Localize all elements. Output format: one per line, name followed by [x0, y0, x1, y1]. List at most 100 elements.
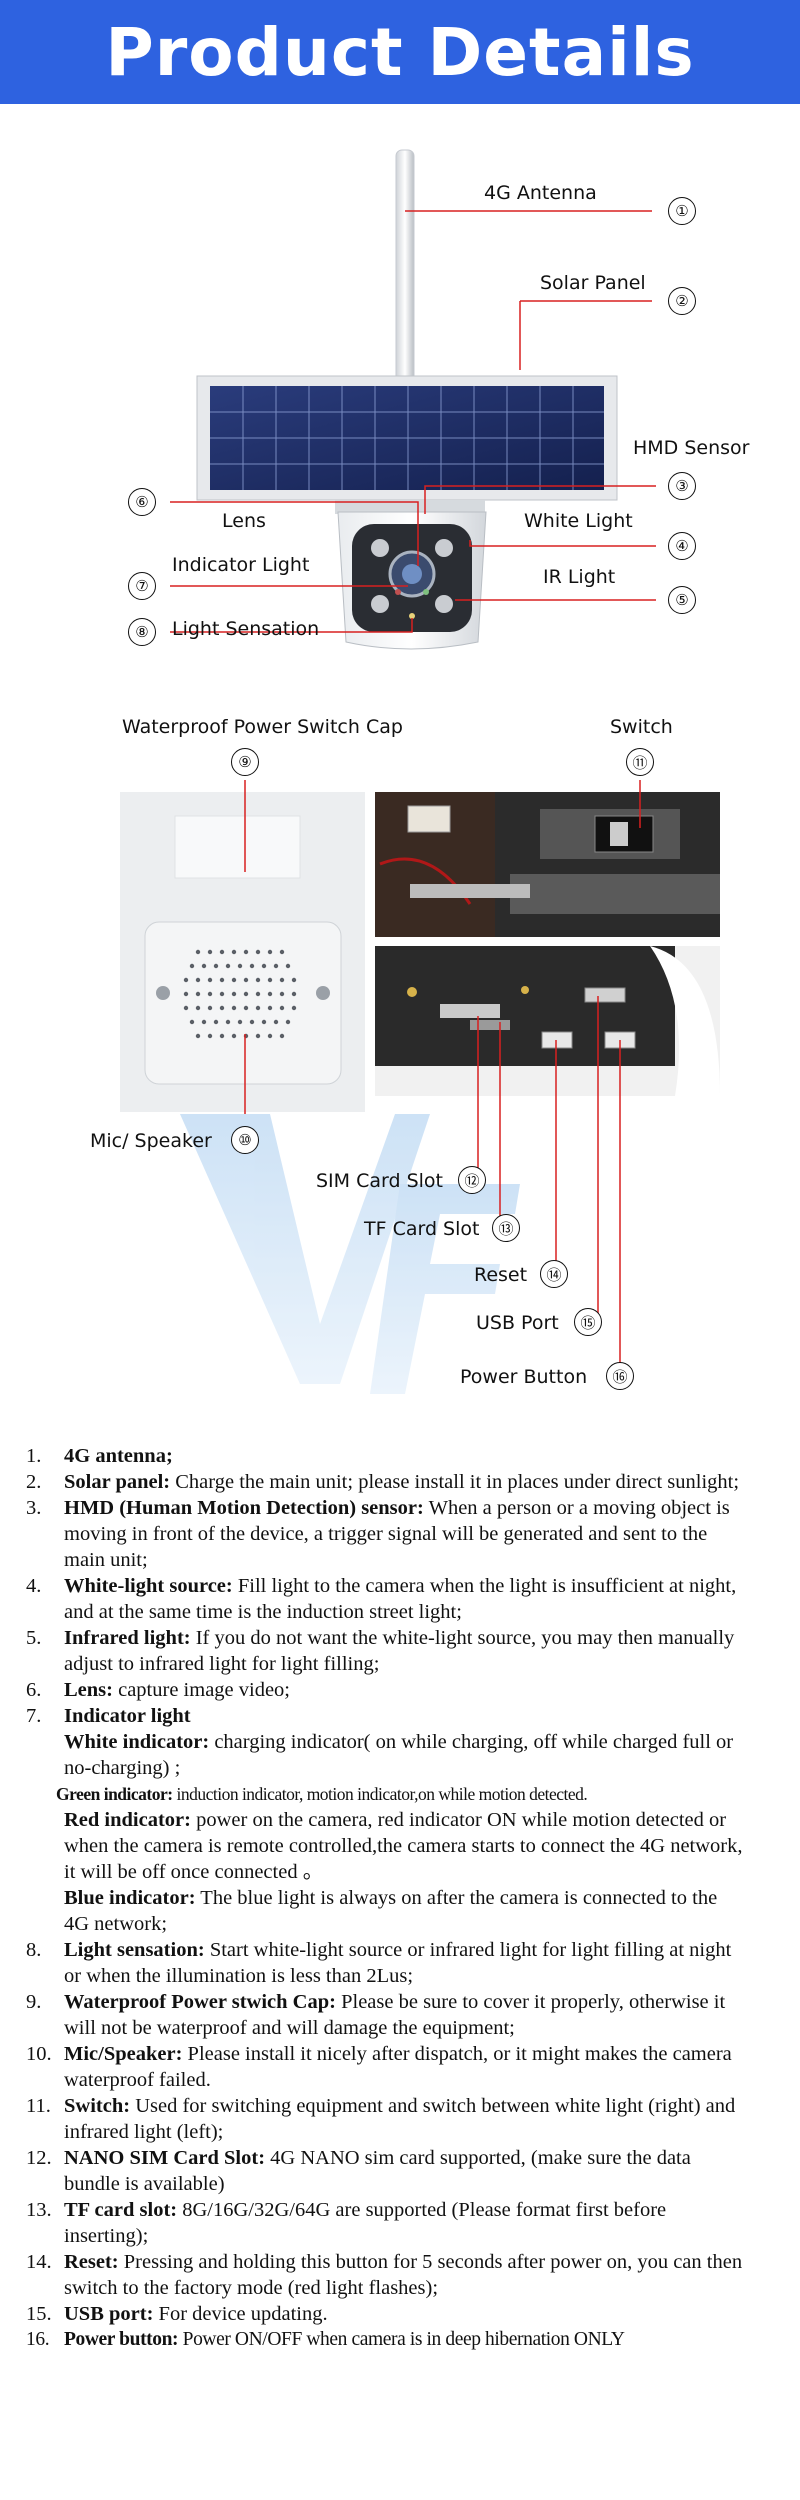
spec-title: Indicator light — [64, 1705, 191, 1727]
indicator-blue: Blue indicator: The blue light is always… — [64, 1885, 746, 1937]
callout-number-16: ⑯ — [606, 1362, 634, 1390]
spec-item-5: 5. Infrared light: If you do not want the… — [26, 1625, 746, 1677]
spec-number: 14. — [26, 2251, 52, 2273]
spec-number: 9. — [26, 1991, 42, 2013]
spec-item-8: 8. Light sensation: Start white-light sou… — [26, 1937, 746, 1989]
spec-text: Start white-light source or infrared lig… — [64, 1939, 732, 1987]
spec-item-12: 12. NANO SIM Card Slot: 4G NANO sim card … — [26, 2145, 746, 2197]
callout-label-power-button: Power Button — [460, 1366, 588, 1388]
spec-title: Reset: — [64, 2251, 119, 2273]
callout-number-3: ③ — [668, 472, 696, 500]
spec-text: Pressing and holding this button for 5 s… — [64, 2251, 743, 2299]
page-header: Product Details — [0, 0, 800, 104]
callout-number-7: ⑦ — [128, 572, 156, 600]
watermark-logo — [180, 1114, 520, 1394]
spec-title: Switch: — [64, 2095, 131, 2117]
callout-label-light-sensation: Light Sensation — [172, 618, 320, 640]
spec-number: 3. — [26, 1497, 42, 1519]
callout-label-usb-port: USB Port — [476, 1312, 559, 1334]
spec-item-4: 4. White-light source: Fill light to the … — [26, 1573, 746, 1625]
callout-label-waterproof-power-switch-cap: Waterproof Power Switch Cap — [122, 716, 403, 738]
callout-number-10: ⑩ — [231, 1126, 259, 1154]
speaker-grille — [183, 949, 297, 1039]
callout-number-13: ⑬ — [492, 1214, 520, 1242]
spec-number: 5. — [26, 1627, 42, 1649]
spec-text: 4G NANO sim card supported, (make sure t… — [64, 2147, 691, 2195]
spec-title: Light sensation: — [64, 1939, 205, 1961]
spec-number: 11. — [26, 2095, 51, 2117]
callout-label-mic-speaker: Mic/ Speaker — [90, 1130, 212, 1152]
spec-list: 1.4G antenna; 2. Solar panel: Charge the … — [26, 1443, 746, 2353]
indicator-white: White indicator: charging indicator( on … — [64, 1729, 746, 1781]
callout-number-8: ⑧ — [128, 618, 156, 646]
callout-label-indicator-light: Indicator Light — [172, 554, 310, 576]
spec-number: 16. — [26, 2329, 50, 2350]
callout-label-sim-card-slot: SIM Card Slot — [316, 1170, 443, 1192]
spec-number: 7. — [26, 1705, 42, 1727]
spec-title: Lens: — [64, 1679, 113, 1701]
spec-title: USB port: — [64, 2303, 154, 2325]
spec-item-13: 13. TF card slot: 8G/16G/32G/64G are supp… — [26, 2197, 746, 2249]
indicator-text: power on the camera, red indicator ON wh… — [64, 1809, 743, 1883]
spec-title: TF card slot: — [64, 2199, 178, 2221]
indicator-text: The blue light is always on after the ca… — [64, 1887, 718, 1935]
spec-text: Used for switching equipment and switch … — [64, 2095, 736, 2143]
callout-number-15: ⑮ — [574, 1308, 602, 1336]
spec-item-16: 16. Power button: Power ON/OFF when camer… — [26, 2327, 746, 2353]
callout-label-hmd-sensor: HMD Sensor — [633, 437, 750, 459]
spec-number: 10. — [26, 2043, 52, 2065]
spec-text: Power ON/OFF when camera is in deep hibe… — [178, 2329, 625, 2350]
callout-label-tf-card-slot: TF Card Slot — [364, 1218, 480, 1240]
spec-text: capture image video; — [112, 1679, 291, 1701]
spec-title: Mic/Speaker: — [64, 2043, 183, 2065]
spec-item-6: 6. Lens: capture image video; — [26, 1677, 746, 1703]
spec-text: Please be sure to cover it properly, oth… — [64, 1991, 726, 2039]
spec-title: NANO SIM Card Slot: — [64, 2147, 266, 2169]
spec-number: 13. — [26, 2199, 52, 2221]
callout-label-white-light: White Light — [524, 510, 633, 532]
callout-number-6: ⑥ — [128, 488, 156, 516]
spec-number: 8. — [26, 1939, 42, 1961]
spec-text: 8G/16G/32G/64G are supported (Please for… — [64, 2199, 667, 2247]
spec-item-3: 3.HMD (Human Motion Detection) sensor: W… — [26, 1495, 746, 1573]
spec-item-14: 14. Reset: Pressing and holding this butt… — [26, 2249, 746, 2301]
callout-label-switch: Switch — [610, 716, 673, 738]
spec-item-11: 11. Switch: Used for switching equipment … — [26, 2093, 746, 2145]
indicator-title: Green indicator: — [56, 1784, 173, 1804]
spec-number: 12. — [26, 2147, 52, 2169]
callout-label-reset: Reset — [474, 1264, 528, 1286]
spec-title: White-light source: — [64, 1575, 233, 1597]
callout-number-2: ② — [668, 287, 696, 315]
callout-label-solar-panel: Solar Panel — [540, 272, 646, 294]
callout-number-14: ⑭ — [540, 1260, 568, 1288]
spec-number: 6. — [26, 1679, 42, 1701]
indicator-text: charging indicator( on while charging, o… — [64, 1731, 734, 1779]
spec-title: Waterproof Power stwich Cap: — [64, 1991, 336, 2013]
diagram-drawing — [120, 149, 720, 1394]
spec-title: Solar panel: — [64, 1471, 171, 1493]
spec-number: 2. — [26, 1471, 42, 1493]
indicator-green: Green indicator: induction indicator, mo… — [26, 1781, 746, 1807]
spec-title: Infrared light: — [64, 1627, 191, 1649]
product-diagram: 4G Antenna ① Solar Panel ② HMD Sensor ③ … — [0, 104, 800, 1404]
callout-number-11: ⑪ — [626, 748, 654, 776]
spec-number: 15. — [26, 2303, 52, 2325]
spec-title: Power button: — [64, 2329, 179, 2350]
callout-number-1: ① — [668, 197, 696, 225]
callout-number-5: ⑤ — [668, 586, 696, 614]
spec-title: HMD (Human Motion Detection) sensor: — [64, 1497, 424, 1519]
callout-label-ir-light: IR Light — [543, 566, 616, 588]
spec-item-1: 1.4G antenna; — [26, 1443, 746, 1469]
spec-text: Fill light to the camera when the light … — [64, 1575, 737, 1623]
spec-text: Charge the main unit; please install it … — [170, 1471, 740, 1493]
indicator-title: Red indicator: — [64, 1809, 191, 1831]
spec-item-2: 2. Solar panel: Charge the main unit; ple… — [26, 1469, 746, 1495]
spec-text: Please install it nicely after dispatch,… — [64, 2043, 732, 2091]
spec-text: If you do not want the white-light sourc… — [64, 1627, 735, 1675]
spec-item-7: 7. Indicator light White indicator: charg… — [26, 1703, 746, 1937]
indicator-text: induction indicator, motion indicator,on… — [172, 1784, 588, 1804]
spec-item-15: 15.USB port: For device updating. — [26, 2301, 746, 2327]
callout-number-9: ⑨ — [231, 748, 259, 776]
callout-number-12: ⑫ — [458, 1166, 486, 1194]
spec-number: 4. — [26, 1575, 42, 1597]
